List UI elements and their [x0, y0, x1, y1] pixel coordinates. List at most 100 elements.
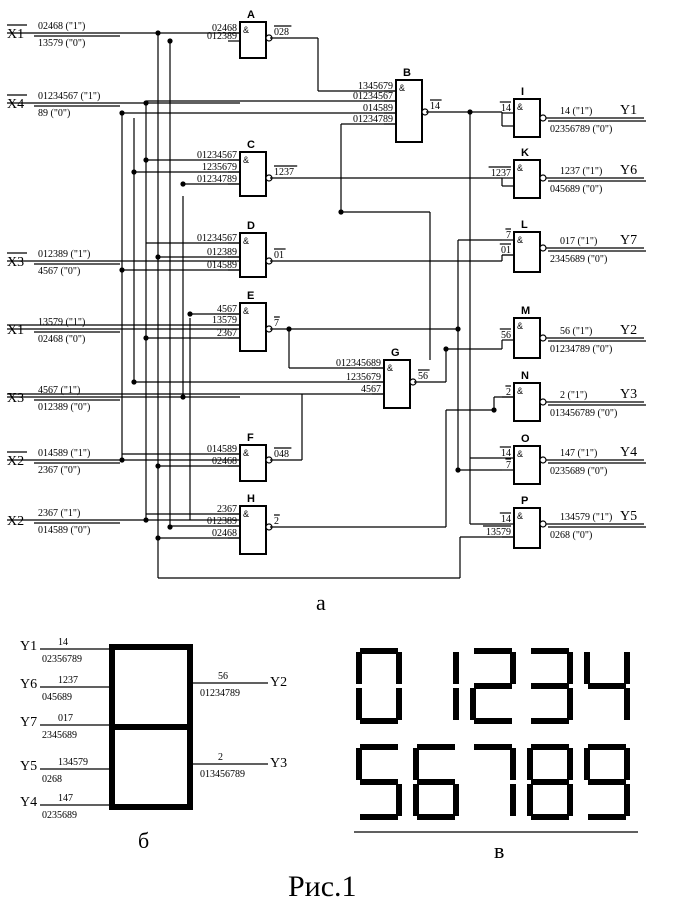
segment-output-label: Y4 — [20, 795, 37, 810]
junction-dot — [119, 267, 125, 273]
input-label: X3 — [7, 391, 24, 406]
gate-input-label: 1345679 — [358, 81, 393, 92]
output-one-value: 14 ("1") — [560, 106, 592, 117]
inversion-bubble — [539, 456, 547, 464]
input-one-value: 13579 ("1") — [38, 317, 85, 328]
digit-0 — [356, 648, 402, 724]
segment-denominator: 2345689 — [42, 730, 77, 741]
segment-output-label: Y7 — [20, 715, 37, 730]
segment-b — [396, 652, 402, 684]
input-zero-value: 02468 ("0") — [38, 334, 85, 345]
segment-numerator: 147 — [58, 793, 73, 804]
gate-label: G — [391, 347, 400, 359]
gate-body — [513, 445, 541, 485]
inversion-bubble — [539, 114, 547, 122]
output-one-value: 147 ("1") — [560, 448, 597, 459]
segment-b — [567, 652, 573, 684]
junction-dot — [155, 463, 161, 469]
gate-label: N — [521, 370, 529, 382]
output-label: Y7 — [620, 233, 637, 248]
junction-dot — [155, 30, 161, 36]
segment-b — [624, 748, 630, 780]
segment-a — [474, 744, 512, 750]
caption-v: в — [494, 838, 504, 863]
gate-input-label: 02468 — [212, 528, 237, 539]
segment-numerator: 017 — [58, 713, 73, 724]
gate-symbol: & — [517, 386, 523, 396]
output-label: Y1 — [620, 103, 637, 118]
gate-input-label: 012389 — [207, 31, 237, 42]
input-label: X2 — [7, 454, 24, 469]
gate-input-label: 01234567 — [197, 233, 237, 244]
segment-e — [470, 688, 476, 720]
gate-input-label: 012389 — [207, 247, 237, 258]
junction-dot — [143, 157, 149, 163]
digit-2 — [470, 648, 516, 724]
gate-input-label: 1237 — [491, 168, 511, 179]
input-one-value: 2367 ("1") — [38, 508, 80, 519]
segment-label-y7: Y7 017 2345689 — [20, 713, 112, 741]
input-one-value: 012389 ("1") — [38, 249, 90, 260]
output-label: Y3 — [620, 387, 637, 402]
segment-b — [453, 652, 459, 684]
input-label: X1 — [7, 27, 24, 42]
segment-c — [624, 688, 630, 720]
input-zero-value: 13579 ("0") — [38, 38, 85, 49]
junction-dot — [119, 457, 125, 463]
gate-input-label: 012389 — [207, 516, 237, 527]
gate-label: L — [521, 219, 528, 231]
gate-input-label: 02468 — [212, 456, 237, 467]
gate-body — [239, 151, 267, 197]
segment-e — [356, 688, 362, 720]
gate-output-label: 028 — [274, 27, 289, 38]
gate-body — [239, 21, 267, 59]
junction-dot — [131, 169, 137, 175]
gate-input-label: 01234567 — [353, 91, 393, 102]
segment-numerator: 2 — [218, 752, 223, 763]
gate-label: C — [247, 139, 255, 151]
segment-g — [531, 779, 569, 785]
inversion-bubble — [539, 334, 547, 342]
segment-f — [527, 748, 533, 780]
junction-dot — [143, 335, 149, 341]
gate-input-label: 14 — [501, 514, 511, 525]
gate-input-label: 02468 — [212, 23, 237, 34]
segment-g — [588, 779, 626, 785]
gate-input-label: 01234789 — [197, 174, 237, 185]
gate-symbol: & — [517, 102, 523, 112]
segment-denominator: 02356789 — [42, 654, 82, 665]
gate-symbol: & — [517, 163, 523, 173]
segment-c — [624, 784, 630, 816]
segment-g — [531, 683, 569, 689]
output-one-value: 1237 ("1") — [560, 166, 602, 177]
input-one-value: 014589 ("1") — [38, 448, 90, 459]
segment-g — [588, 683, 626, 689]
segment-g — [474, 683, 512, 689]
gate-label: D — [247, 220, 255, 232]
gate-label: B — [403, 67, 411, 79]
output-one-value: 56 ("1") — [560, 326, 592, 337]
junction-dot — [143, 517, 149, 523]
segment-a — [360, 744, 398, 750]
gate-output-label: 2 — [274, 516, 279, 527]
junction-dot — [286, 326, 292, 332]
caption-b: б — [138, 828, 149, 853]
gate-label: I — [521, 86, 524, 98]
digit-7 — [474, 744, 516, 816]
caption-a: а — [316, 590, 326, 615]
gate-input-label: 14 — [501, 448, 511, 459]
